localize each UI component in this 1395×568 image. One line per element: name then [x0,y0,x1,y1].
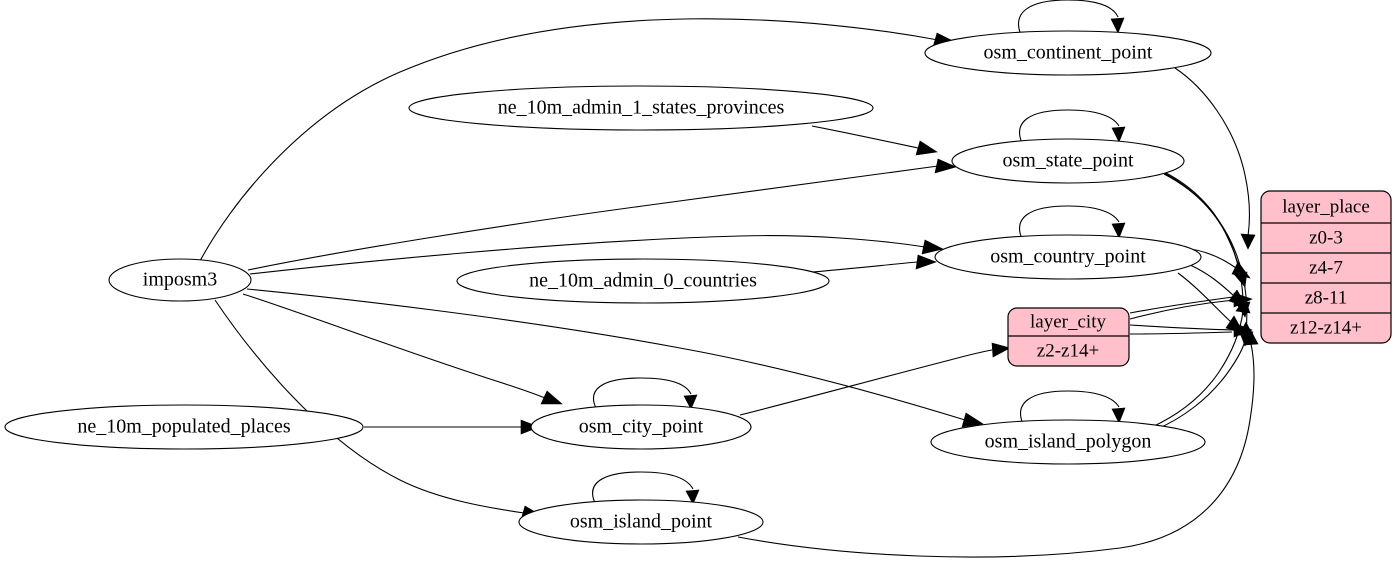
edge-imposm3-to-osm_continent_point [199,18,956,262]
node-osm_island_polygon-label: osm_island_polygon [985,431,1152,453]
edge-osm_city_point-to-layer_city-z2-z14plus [739,342,1011,416]
node-osm_country_point-label: osm_country_point [990,246,1146,268]
node-osm_state_point[interactable]: osm_state_point [951,138,1185,184]
layer_city-body[interactable] [1007,307,1130,367]
edge-layer_city-to-layer_place-z12-z14plus [1129,322,1253,338]
node-osm_city_point[interactable]: osm_city_point [530,404,752,450]
layer_place-row-z8-11[interactable]: z8-11 [1305,287,1348,308]
layer_place-body[interactable] [1260,190,1392,344]
layer_place-title: layer_place [1282,196,1370,217]
edge-layer_city-secondary [1129,296,1234,335]
layer_city-row-z2-z14plus[interactable]: z2-z14+ [1037,340,1099,361]
node-ne_10m_admin_0_countries[interactable]: ne_10m_admin_0_countries [456,258,830,304]
node-osm_country_point[interactable]: osm_country_point [934,234,1202,280]
node-ne_10m_populated_places-label: ne_10m_populated_places [77,416,290,438]
node-ne_10m_admin_1_states_provinces-label: ne_10m_admin_1_states_provinces [498,97,785,119]
layer_city-title: layer_city [1030,311,1106,332]
node-osm_island_point-label: osm_island_point [570,511,713,533]
edge-osm_island_point-to-layer_place-z12-z14plus [737,328,1259,558]
edge-imposm3-to-osm_island_polygon [246,288,984,428]
node-osm_state_point-label: osm_state_point [1002,150,1134,172]
source-nodes: imposm3 ne_10m_admin_1_states_provinces … [4,85,874,450]
edge-self-osm_city_point [592,377,698,411]
node-osm_island_polygon[interactable]: osm_island_polygon [930,419,1206,465]
edge-self-osm_continent_point [1018,0,1125,36]
node-layer_place[interactable]: layer_place z0-3 z4-7 z8-11 z12-z14+ [1260,190,1392,344]
layer_place-row-z0-3[interactable]: z0-3 [1309,227,1343,248]
node-imposm3[interactable]: imposm3 [108,258,252,302]
edge-osm_island_polygon-to-layer_place-z12-z14plus [1154,321,1254,431]
node-ne_10m_populated_places[interactable]: ne_10m_populated_places [4,404,364,450]
edge-osm_continent_point-to-layer_place-z0-3 [1174,67,1256,250]
layer_place-row-z4-7[interactable]: z4-7 [1309,257,1343,278]
edge-ne_10m_admin_1_states_provinces-to-osm_state_point [811,125,938,156]
edge-self-osm_island_polygon [1020,390,1126,425]
node-osm_city_point-label: osm_city_point [579,416,704,438]
node-osm_continent_point[interactable]: osm_continent_point [924,30,1212,76]
edge-layer [199,0,1259,558]
node-osm_continent_point-label: osm_continent_point [984,42,1153,64]
edge-ne_10m_populated_places-to-osm_city_point [364,419,540,435]
table-nodes: osm_continent_point osm_state_point osm_… [518,30,1212,545]
edge-imposm3-to-osm_state_point [247,158,957,271]
edge-osm_island_polygon-to-layer_place-z8-11 [1151,297,1251,428]
edge-layer_city-to-layer_place-z8-11 [1129,292,1253,320]
edge-self-osm_island_point [592,471,700,506]
node-layer_city[interactable]: layer_city z2-z14+ [1007,307,1130,367]
node-imposm3-label: imposm3 [143,269,217,291]
edge-imposm3-to-osm_city_point [242,293,563,405]
node-ne_10m_admin_1_states_provinces[interactable]: ne_10m_admin_1_states_provinces [408,85,874,131]
layer_place-row-z12-z14plus[interactable]: z12-z14+ [1290,317,1362,338]
edge-self-osm_state_point [1019,109,1126,144]
edge-imposm3-to-osm_country_point [249,235,944,275]
node-ne_10m_admin_0_countries-label: ne_10m_admin_0_countries [529,270,757,292]
edge-self-osm_country_point [1019,205,1126,240]
node-osm_island_point[interactable]: osm_island_point [518,499,764,545]
edge-ne_10m_admin_0_countries-to-osm_country_point [811,254,937,273]
